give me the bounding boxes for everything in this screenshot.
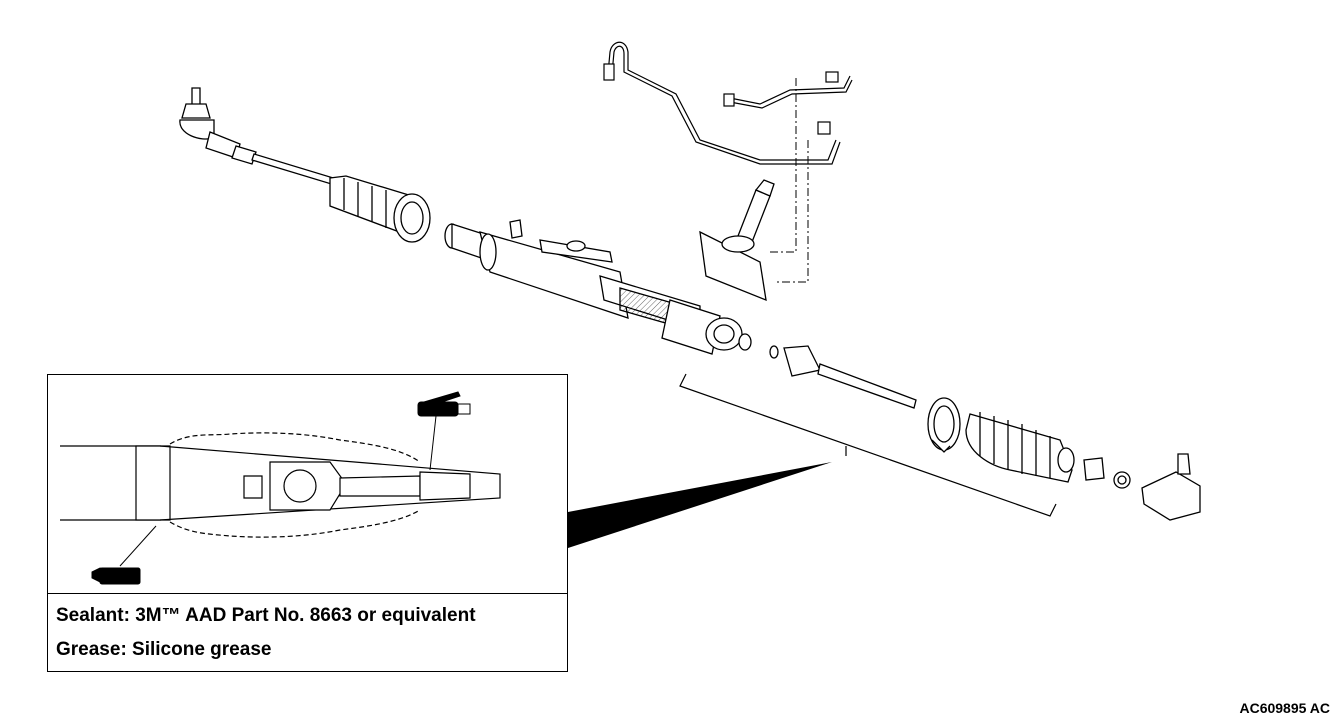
left-tie-rod-end (179, 87, 241, 159)
right-inner-tie-rod (769, 345, 917, 409)
grease-gun-icon (417, 391, 471, 471)
sealant-tube-icon (91, 525, 157, 585)
legend-divider (48, 593, 567, 594)
detail-legend-box: Sealant: 3M™ AAD Part No. 8663 or equiva… (47, 374, 568, 672)
pipe-flare-nuts (603, 63, 839, 135)
right-bellows-boot (965, 412, 1075, 483)
sub-assembly-bracket (679, 373, 1057, 517)
right-tie-rod-end (1083, 453, 1201, 521)
detail-view (60, 432, 501, 538)
steering-gear-housing (444, 219, 767, 355)
pinion-shaft (721, 179, 775, 253)
right-boot-clamp (927, 397, 961, 453)
left-bellows-boot (329, 175, 431, 243)
left-outer-tie-rod (231, 145, 341, 187)
detail-callout-wedge (568, 462, 832, 548)
grease-spec-text: Grease: Silicone grease (56, 639, 272, 660)
pipe-leader-lines (770, 78, 809, 283)
figure-reference-code: AC609895 AC (1239, 700, 1330, 716)
sealant-spec-text: Sealant: 3M™ AAD Part No. 8663 or equiva… (56, 605, 476, 626)
feed-pipes (607, 41, 853, 165)
